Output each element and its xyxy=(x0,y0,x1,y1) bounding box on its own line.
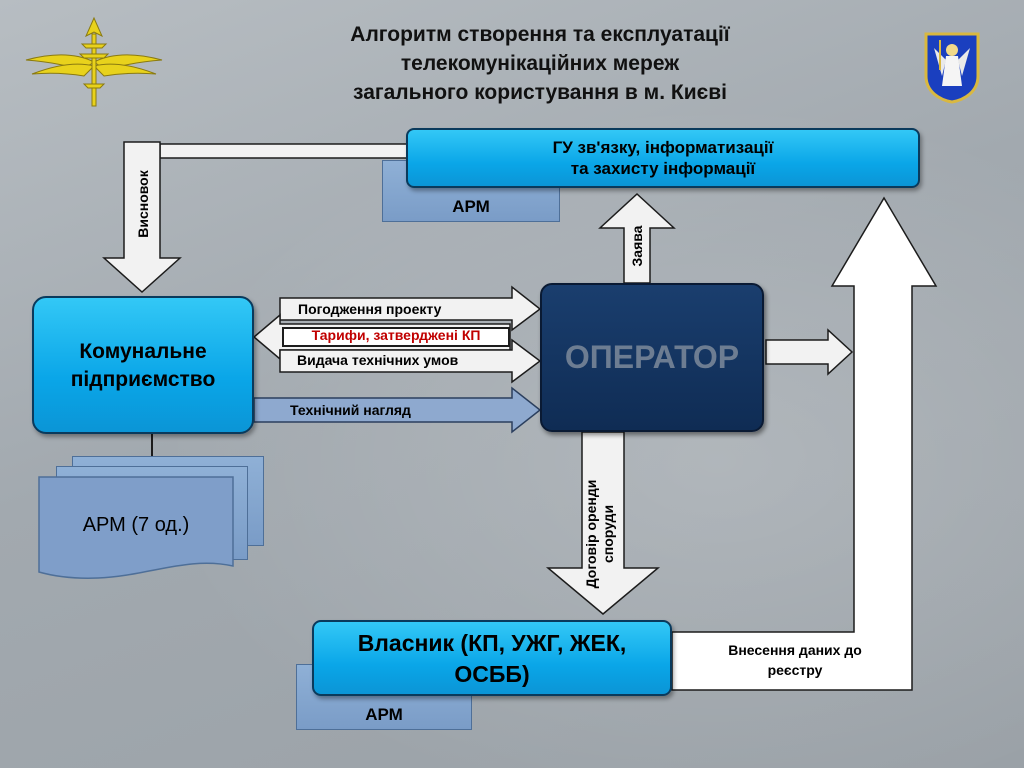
project-approval-label: Погодження проекту xyxy=(298,301,442,317)
gu-box: ГУ зв'язку, інформатизації та захисту ін… xyxy=(406,128,920,188)
kp-arm-page-1 xyxy=(38,476,234,579)
winged-lightning-emblem-icon xyxy=(25,16,163,107)
lease-contract-label: Договір оренди споруди xyxy=(583,459,623,609)
registry-label: Внесення даних до реєстру xyxy=(690,640,900,680)
title-line-1: Алгоритм створення та експлуатації xyxy=(350,23,730,46)
gu-arm-label: АРМ xyxy=(452,197,490,216)
owner-box-line-1: Власник (КП, УЖГ, ЖЕК, xyxy=(357,630,627,656)
lease-contract-line-1: Договір оренди xyxy=(583,479,599,589)
kp-arm-stack: АРМ (7 од.) xyxy=(38,456,268,586)
kyiv-coat-of-arms-icon xyxy=(924,32,980,104)
conclusion-arrow xyxy=(102,141,409,294)
kp-box: Комунальне підприємство xyxy=(32,296,254,434)
owner-arm-label: АРМ xyxy=(365,705,403,724)
registry-arrow xyxy=(671,196,938,691)
owner-box-line-2: ОСББ) xyxy=(454,661,530,687)
operator-label: ОПЕРАТОР xyxy=(564,339,740,375)
tariffs-label-box xyxy=(282,327,510,347)
application-label: Заява xyxy=(629,225,645,267)
operator-box: ОПЕРАТОР xyxy=(540,283,764,432)
tariffs-label: Тарифи, затверджені КП xyxy=(311,327,481,343)
owner-box: Власник (КП, УЖГ, ЖЕК, ОСББ) xyxy=(312,620,672,696)
tech-supervision-arrow xyxy=(253,386,542,434)
registry-line-2: реєстру xyxy=(767,662,823,678)
title-line-3: загального користування в м. Києві xyxy=(353,81,727,104)
lease-contract-line-2: споруди xyxy=(600,504,616,564)
tech-conditions-arrow xyxy=(279,338,542,384)
gu-box-line-2: та захисту інформації xyxy=(570,159,756,178)
project-approval-arrow xyxy=(279,285,542,332)
registry-line-1: Внесення даних до xyxy=(728,642,862,658)
title-line-2: телекомунікаційних мереж xyxy=(400,52,680,75)
conclusion-label: Висновок xyxy=(135,170,151,238)
kp-arm-label: АРМ (7 од.) xyxy=(82,514,190,536)
slide-title: Алгоритм створення та експлуатації телек… xyxy=(250,20,830,107)
kp-box-line-1: Комунальне xyxy=(79,340,207,363)
operator-right-arrow xyxy=(765,328,854,376)
kp-box-line-2: підприємство xyxy=(70,368,216,391)
gu-box-line-1: ГУ зв'язку, інформатизації xyxy=(552,138,774,157)
lease-contract-arrow xyxy=(545,431,661,615)
tech-conditions-label: Видача технічних умов xyxy=(297,352,459,368)
tech-supervision-label: Технічний нагляд xyxy=(290,402,411,418)
